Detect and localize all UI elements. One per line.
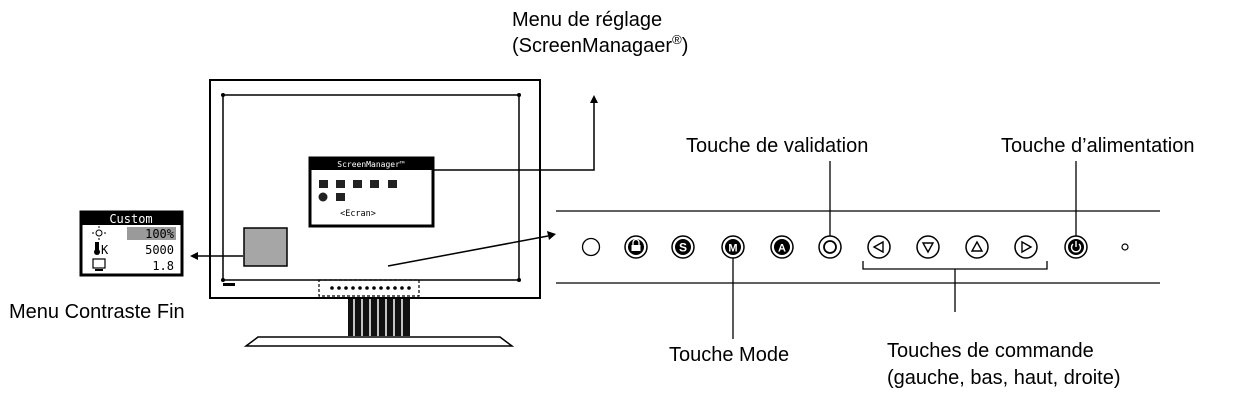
m-button[interactable]: M	[721, 235, 745, 259]
osd-info-icon	[318, 192, 328, 202]
label-menu-contraste-fin: Menu Contraste Fin	[9, 301, 185, 323]
control-buttons-bracket	[862, 261, 1048, 270]
brightness-value-highlight	[127, 227, 176, 240]
right-button[interactable]	[1014, 235, 1038, 259]
label-menu-reglage-line1: Menu de réglage	[512, 9, 662, 31]
screenmanager-osd-caption: <Ecran>	[340, 209, 376, 219]
monitor-stand	[243, 298, 515, 347]
power-button[interactable]	[1064, 235, 1088, 259]
screenmanager-osd: ScreenManager™ <Ecran>	[308, 156, 435, 228]
button-panel: S M A	[556, 210, 1160, 284]
up-arrow-icon	[970, 240, 984, 252]
gamma-value: 1.8	[152, 259, 174, 273]
gamma-icon	[92, 258, 106, 271]
right-arrow-icon	[1021, 240, 1033, 254]
a-button-label: A	[778, 243, 786, 255]
brightness-icon	[92, 226, 106, 240]
label-menu-reglage-line2: (ScreenManagaer®)	[512, 32, 688, 57]
arrow-to-button-panel	[387, 231, 556, 267]
sensor-window	[581, 237, 601, 257]
osd-sound-icon	[370, 180, 379, 188]
osd-menu-icons	[318, 180, 397, 202]
osd-screen-icon	[319, 180, 328, 188]
arrow-to-menu-reglage	[433, 95, 598, 171]
down-button[interactable]	[916, 235, 940, 259]
temperature-value: 5000	[145, 243, 174, 257]
left-button[interactable]	[867, 235, 891, 259]
label-touches-commande-line2: (gauche, bas, haut, droite)	[887, 367, 1120, 389]
enter-button[interactable]	[818, 235, 842, 259]
label-touche-alimentation: Touche d’alimentation	[1001, 135, 1194, 157]
osd-color-icon	[336, 180, 345, 188]
custom-osd: Custom 100% K 5000 1.8	[79, 210, 184, 277]
brightness-value: 100%	[145, 227, 175, 241]
up-button[interactable]	[965, 235, 989, 259]
osd-tools-icon	[388, 180, 397, 188]
enter-icon	[823, 240, 837, 254]
power-indicator	[1121, 243, 1129, 251]
screenmanager-osd-title: ScreenManager™	[337, 160, 405, 169]
fine-contrast-indicator	[243, 227, 288, 267]
s-button[interactable]: S	[671, 235, 695, 259]
osd-pip-icon	[353, 180, 362, 188]
lock-icon	[631, 238, 641, 251]
m-button-label: M	[728, 243, 737, 255]
power-icon	[1070, 241, 1082, 253]
temperature-icon	[94, 242, 100, 255]
osd-exit-icon	[336, 193, 345, 201]
custom-osd-title: Custom	[109, 212, 152, 226]
monitor: ScreenManager™ <Ecran>	[209, 79, 541, 347]
a-button[interactable]: A	[770, 235, 794, 259]
lock-button[interactable]	[624, 235, 648, 259]
left-arrow-icon	[872, 240, 884, 254]
s-button-label: S	[679, 241, 687, 255]
down-arrow-icon	[921, 242, 935, 254]
arrow-to-custom-osd	[190, 252, 243, 260]
label-touches-commande-line1: Touches de commande	[887, 340, 1094, 362]
temperature-unit: K	[101, 243, 109, 257]
monitor-logo	[223, 283, 235, 286]
label-touche-validation: Touche de validation	[686, 135, 868, 157]
label-touche-mode: Touche Mode	[669, 344, 789, 366]
monitor-button-strip	[318, 279, 420, 297]
